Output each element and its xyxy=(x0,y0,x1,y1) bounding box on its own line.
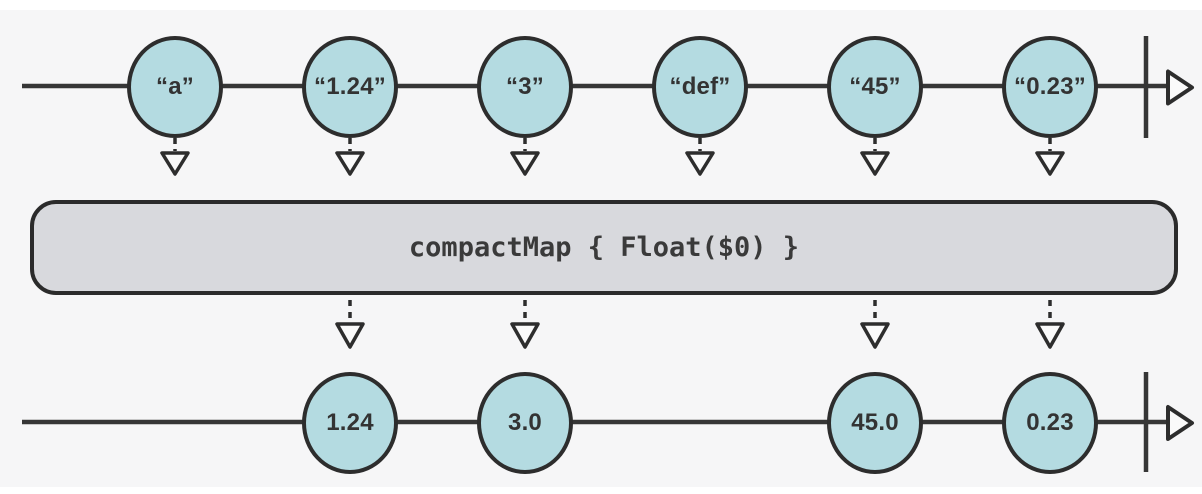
input-marble: “def” xyxy=(652,36,748,138)
arrow-down-icon xyxy=(160,151,190,176)
input-marble: “3” xyxy=(477,36,573,138)
input-connector-arrows xyxy=(160,138,1065,176)
input-timeline-arrowhead-icon xyxy=(1166,69,1194,106)
arrow-down-icon xyxy=(860,151,890,176)
arrow-down-icon xyxy=(510,322,540,349)
arrow-down-icon xyxy=(335,151,365,176)
output-marble: 0.23 xyxy=(1002,372,1098,474)
arrow-down-icon xyxy=(1035,151,1065,176)
arrow-down-icon xyxy=(335,322,365,349)
output-marble: 3.0 xyxy=(477,372,573,474)
input-marble: “a” xyxy=(127,36,223,138)
output-connector-arrows xyxy=(335,300,1065,349)
output-timeline-arrowhead-icon xyxy=(1166,405,1194,441)
arrow-down-icon xyxy=(1035,322,1065,349)
input-marble: “0.23” xyxy=(1002,36,1098,138)
operator-box: compactMap { Float($0) } xyxy=(30,200,1178,295)
arrow-down-icon xyxy=(860,322,890,349)
input-marble: “1.24” xyxy=(302,36,398,138)
arrow-down-icon xyxy=(685,151,715,176)
output-marble: 1.24 xyxy=(302,372,398,474)
arrow-down-icon xyxy=(510,151,540,176)
output-marble: 45.0 xyxy=(827,372,923,474)
input-marble: “45” xyxy=(827,36,923,138)
